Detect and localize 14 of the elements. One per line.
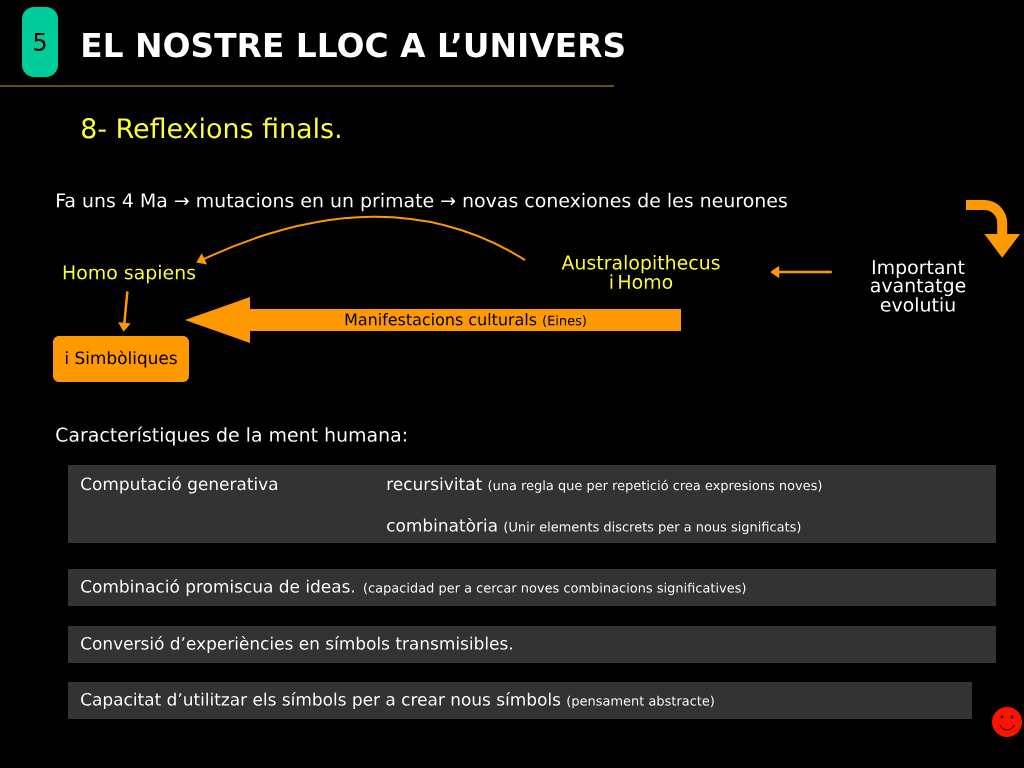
section-heading: Característiques de la ment humana: (56, 426, 406, 446)
intro-text: Fa uns 4 Ma → mutacions en un primate → novas conexiones de les neurones (57, 192, 787, 212)
text-panel: Combinació promiscua de ideas. (capacidad per a cercar noves combinacions significatives) (68, 569, 996, 606)
slide-title: EL NOSTRE LLOC A L’UNIVERS (83, 32, 624, 58)
subtitle: 8- Reflexions finals. (82, 117, 340, 139)
text-panel: Capacitat d’utilitzar els símbols per a crear nous símbols (pensament abstracte) (68, 682, 972, 719)
species-label: Australopithecus i Homo (561, 255, 720, 289)
species-label: Homo sapiens (63, 264, 196, 284)
outcome-text: Important avantatge evolutiu (870, 260, 966, 312)
rounded-box: i Simbòliques (53, 336, 189, 382)
arrow (196, 215, 527, 265)
text-panel: Computació generativa recursivitat (una regla que per repetició crea expresions noves) combinatòria (Unir elements discrets per a nous significats) (68, 465, 996, 543)
text-panel: Conversió d’experiències en símbols transmisibles. (68, 626, 996, 663)
number-badge: 5 (22, 7, 58, 77)
